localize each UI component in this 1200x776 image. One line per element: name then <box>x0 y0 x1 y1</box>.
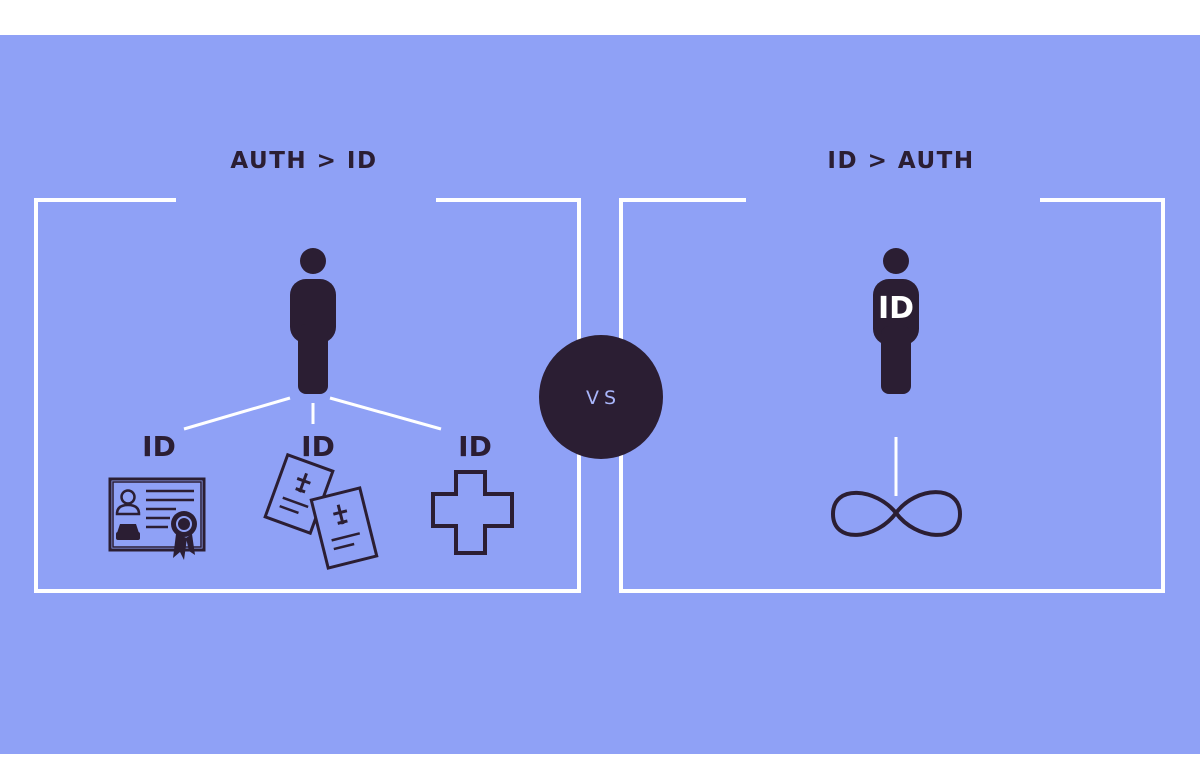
medical-cross-icon <box>431 470 514 555</box>
person-id-label: ID <box>877 291 915 326</box>
right-panel-title: ID > AUTH <box>827 148 975 174</box>
person-icon <box>290 248 336 394</box>
person-icon <box>873 248 919 394</box>
id-label-boarding-pass: ID <box>301 430 335 463</box>
drivers-license-icon <box>108 477 206 560</box>
left-panel-title: AUTH > ID <box>230 148 378 174</box>
connector-lines <box>183 396 442 431</box>
right-panel-frame <box>619 198 1165 593</box>
left-panel-frame <box>34 198 581 593</box>
id-label-license: ID <box>142 430 176 463</box>
vs-circle <box>539 335 663 459</box>
id-label-medical: ID <box>458 430 492 463</box>
infinity-icon <box>830 490 963 537</box>
vs-label: VS <box>585 387 622 409</box>
boarding-passes-icon <box>263 452 379 570</box>
